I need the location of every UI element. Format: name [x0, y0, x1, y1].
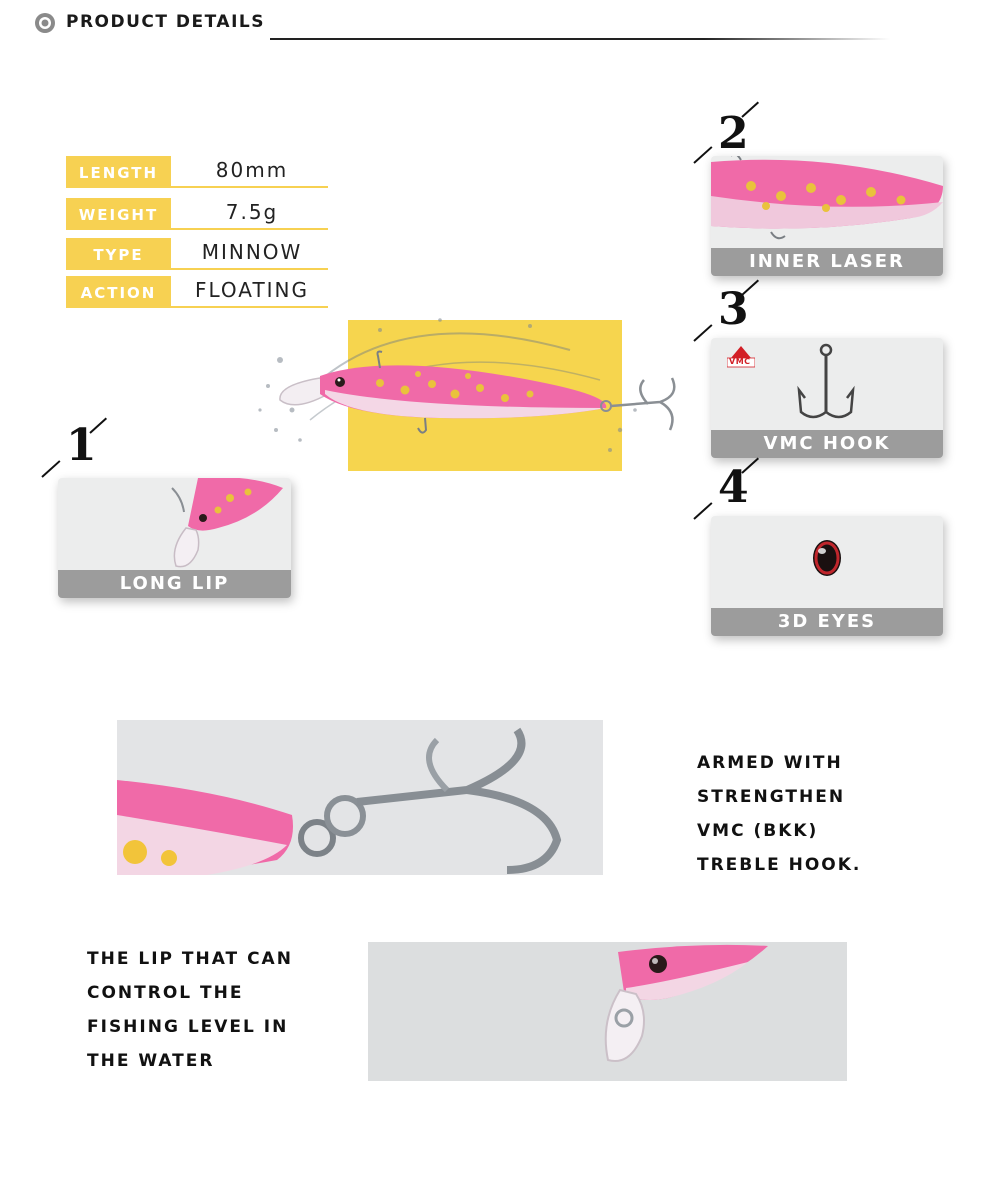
treble-hook-icon: [797, 343, 855, 419]
hook-description: ARMED WITH STRENGTHEN VMC (BKK) TREBLE H…: [697, 746, 861, 882]
description-line: STRENGTHEN: [697, 787, 846, 807]
feature-caption: INNER LASER EFFECT: [711, 248, 943, 276]
lip-closeup-image: [171, 478, 283, 568]
spec-underline: [171, 228, 328, 230]
spec-underline: [171, 306, 328, 308]
lip-description: THE LIP THAT CAN CONTROL THE FISHING LEV…: [87, 942, 293, 1078]
spec-row-type: TYPE MINNOW: [66, 238, 328, 270]
lure-main-image: [240, 290, 700, 490]
spec-row-weight: WEIGHT 7.5g: [66, 198, 328, 230]
spec-value: MINNOW: [201, 240, 303, 264]
slash-decoration: [41, 460, 61, 478]
spec-value: 7.5g: [225, 200, 279, 224]
feature-caption: 3D EYES: [711, 608, 943, 636]
spec-row-length: LENGTH 80mm: [66, 156, 328, 188]
feature-caption: VMC HOOK: [711, 430, 943, 458]
feature-number-1: 1: [66, 420, 97, 471]
lure-eye-icon: [813, 540, 841, 576]
description-line: THE WATER: [87, 1051, 215, 1071]
description-line: VMC (BKK): [697, 821, 819, 841]
slash-decoration: [693, 146, 713, 164]
description-line: TREBLE HOOK.: [697, 855, 862, 875]
spec-underline: [171, 186, 328, 188]
header-circle-icon: [34, 12, 56, 34]
feature-card-long-lip: LONG LIP: [58, 478, 291, 598]
feature-card-vmc-hook: VMC VMC HOOK: [711, 338, 943, 458]
description-line: THE LIP THAT CAN: [87, 949, 293, 969]
spec-label: LENGTH: [66, 156, 171, 188]
spec-label: ACTION: [66, 276, 171, 308]
hook-closeup-photo: [117, 720, 603, 875]
description-line: FISHING LEVEL IN: [87, 1017, 289, 1037]
description-line: ARMED WITH: [697, 753, 843, 773]
page-title: PRODUCT DETAILS: [66, 12, 265, 32]
spec-row-action: ACTION FLOATING: [66, 276, 328, 308]
laser-closeup-image: [711, 156, 943, 240]
feature-caption: LONG LIP: [58, 570, 291, 598]
spec-value: FLOATING: [194, 278, 310, 302]
lip-closeup-photo: [368, 942, 847, 1081]
spec-underline: [171, 268, 328, 270]
header-divider: [270, 38, 890, 40]
description-line: CONTROL THE: [87, 983, 244, 1003]
spec-value: 80mm: [215, 158, 289, 182]
slash-decoration: [693, 502, 713, 520]
spec-label: TYPE: [66, 238, 171, 270]
spec-label: WEIGHT: [66, 198, 171, 230]
feature-card-inner-laser: INNER LASER EFFECT: [711, 156, 943, 276]
feature-card-3d-eyes: 3D EYES: [711, 516, 943, 636]
vmc-logo: VMC: [726, 346, 756, 368]
